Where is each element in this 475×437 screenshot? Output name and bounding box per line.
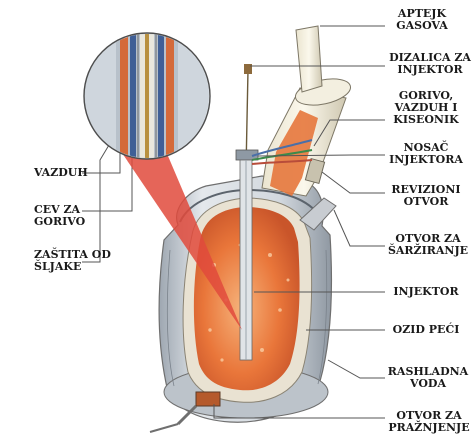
exhaust-duct — [262, 26, 353, 196]
leader-zastita — [82, 140, 112, 262]
label-ozid-peci: OZID PEĆI — [386, 324, 466, 336]
label-nosac-injektora: NOSAČ INJEKTORA — [386, 142, 466, 166]
label-revizioni-otvor: REVIZIONI OTVOR — [386, 184, 466, 208]
label-otvor-za-sarziranje: OTVOR ZA ŠARŽIRANJE — [384, 233, 472, 257]
leader-otvor-sarz — [334, 210, 385, 246]
label-gorivo-vazduh-kiseonik: GORIVO, VAZDUH I KISEONIK — [386, 90, 466, 126]
exhaust-pipe — [296, 26, 322, 92]
label-dizalica-za-injektor: DIZALICA ZA INJEKTOR — [386, 52, 474, 76]
leader-cev — [82, 150, 132, 211]
magnifier-lens — [84, 30, 214, 170]
label-rashladna-voda: RASHLADNA VODA — [386, 366, 470, 390]
lens-air-channel — [130, 30, 136, 170]
label-aptejk-gasova: APTEJK GASOVA — [386, 8, 458, 32]
leader-revizioni — [322, 172, 385, 193]
leader-rashladna — [328, 360, 385, 378]
label-injektor: INJEKTOR — [386, 286, 466, 298]
label-cev-za-gorivo: CEV ZA GORIVO — [34, 204, 85, 228]
label-otvor-za-praznjenje: OTVOR ZA PRAŽNJENJE — [384, 410, 474, 434]
label-zastita-od-sljake: ZAŠTITA OD ŠLJAKE — [34, 249, 111, 273]
label-vazduh: VAZDUH — [34, 167, 88, 179]
